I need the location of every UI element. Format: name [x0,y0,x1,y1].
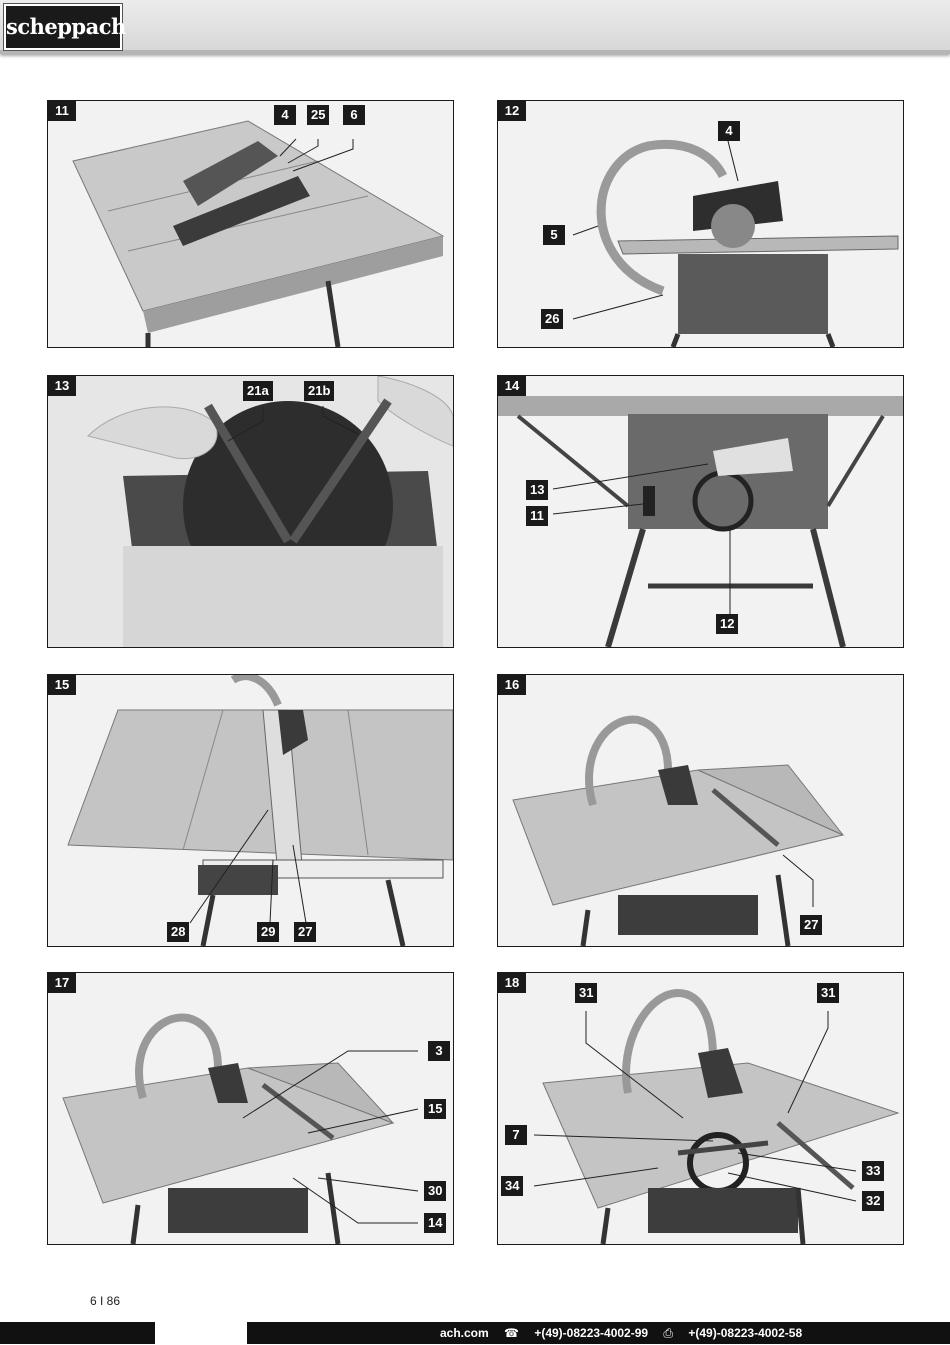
callout-label: 12 [716,614,739,634]
page-header: scheppach [0,0,950,54]
figure-11: 11 4 25 6 [47,100,454,348]
figure-15: 15 28 29 27 [47,674,454,947]
page-number: 6 I 86 [90,1294,121,1308]
figure-number: 18 [498,973,526,993]
callout-label: 3 [428,1041,450,1061]
figure-14: 14 13 11 12 [497,375,904,648]
figure-number: 16 [498,675,526,695]
table-saw-top-view-illustration [72,120,445,347]
callout-label: 4 [274,105,296,125]
figure-number: 14 [498,376,526,396]
callout-label: 21b [304,381,335,401]
callout-label: 14 [424,1213,447,1233]
callout-label: 26 [541,309,564,329]
figure-number: 12 [498,101,526,121]
callout-label: 7 [505,1125,527,1145]
callout-label: 25 [307,105,330,125]
figure-number: 15 [48,675,76,695]
figure-number: 11 [48,101,76,121]
table-saw-front-view-illustration [498,396,903,647]
callout-label: 27 [800,915,823,935]
footer-website[interactable]: ach.com [440,1326,489,1340]
callout-label: 11 [526,506,548,526]
callout-label: 27 [294,922,317,942]
callout-label: 21a [243,381,273,401]
mitre-gauge-illustration [533,988,900,1244]
callout-label: 4 [718,121,740,141]
table-saw-side-view-illustration [572,140,899,347]
figure-13: 13 21a 21b [47,375,454,648]
table-saw-with-fence-illustration [512,715,845,946]
callout-label: 6 [343,105,365,125]
footer-contact: ach.com ☎ +(49)-08223-4002-99 ⎙ +(49)-08… [440,1322,814,1344]
blade-wrench-illustration [48,376,453,647]
phone-icon: ☎ [504,1326,519,1340]
callout-label: 31 [575,983,598,1003]
fax-icon: ⎙ [663,1326,674,1340]
callout-label: 30 [424,1181,447,1201]
figure-number: 17 [48,973,76,993]
page-footer: ach.com ☎ +(49)-08223-4002-99 ⎙ +(49)-08… [0,1322,950,1344]
footer-fax: +(49)-08223-4002-58 [688,1326,803,1340]
footer-phone: +(49)-08223-4002-99 [534,1326,649,1340]
figure-17: 17 3 15 30 14 [47,972,454,1245]
footer-gap [155,1322,247,1344]
callout-label: 34 [501,1176,524,1196]
callout-label: 32 [862,1191,885,1211]
callout-label: 13 [526,480,549,500]
figure-18: 18 31 31 7 33 34 32 [497,972,904,1245]
rip-fence-illustration [67,675,453,946]
figure-number: 13 [48,376,76,396]
table-saw-parts-illustration [62,1013,419,1244]
callout-label: 33 [862,1161,885,1181]
callout-label: 29 [257,922,280,942]
figure-16: 16 27 [497,674,904,947]
scheppach-logo: scheppach [4,4,126,50]
callout-label: 15 [424,1099,447,1119]
callout-label: 28 [167,922,190,942]
figure-12: 12 4 5 26 [497,100,904,348]
callout-label: 31 [817,983,840,1003]
callout-label: 5 [543,225,565,245]
